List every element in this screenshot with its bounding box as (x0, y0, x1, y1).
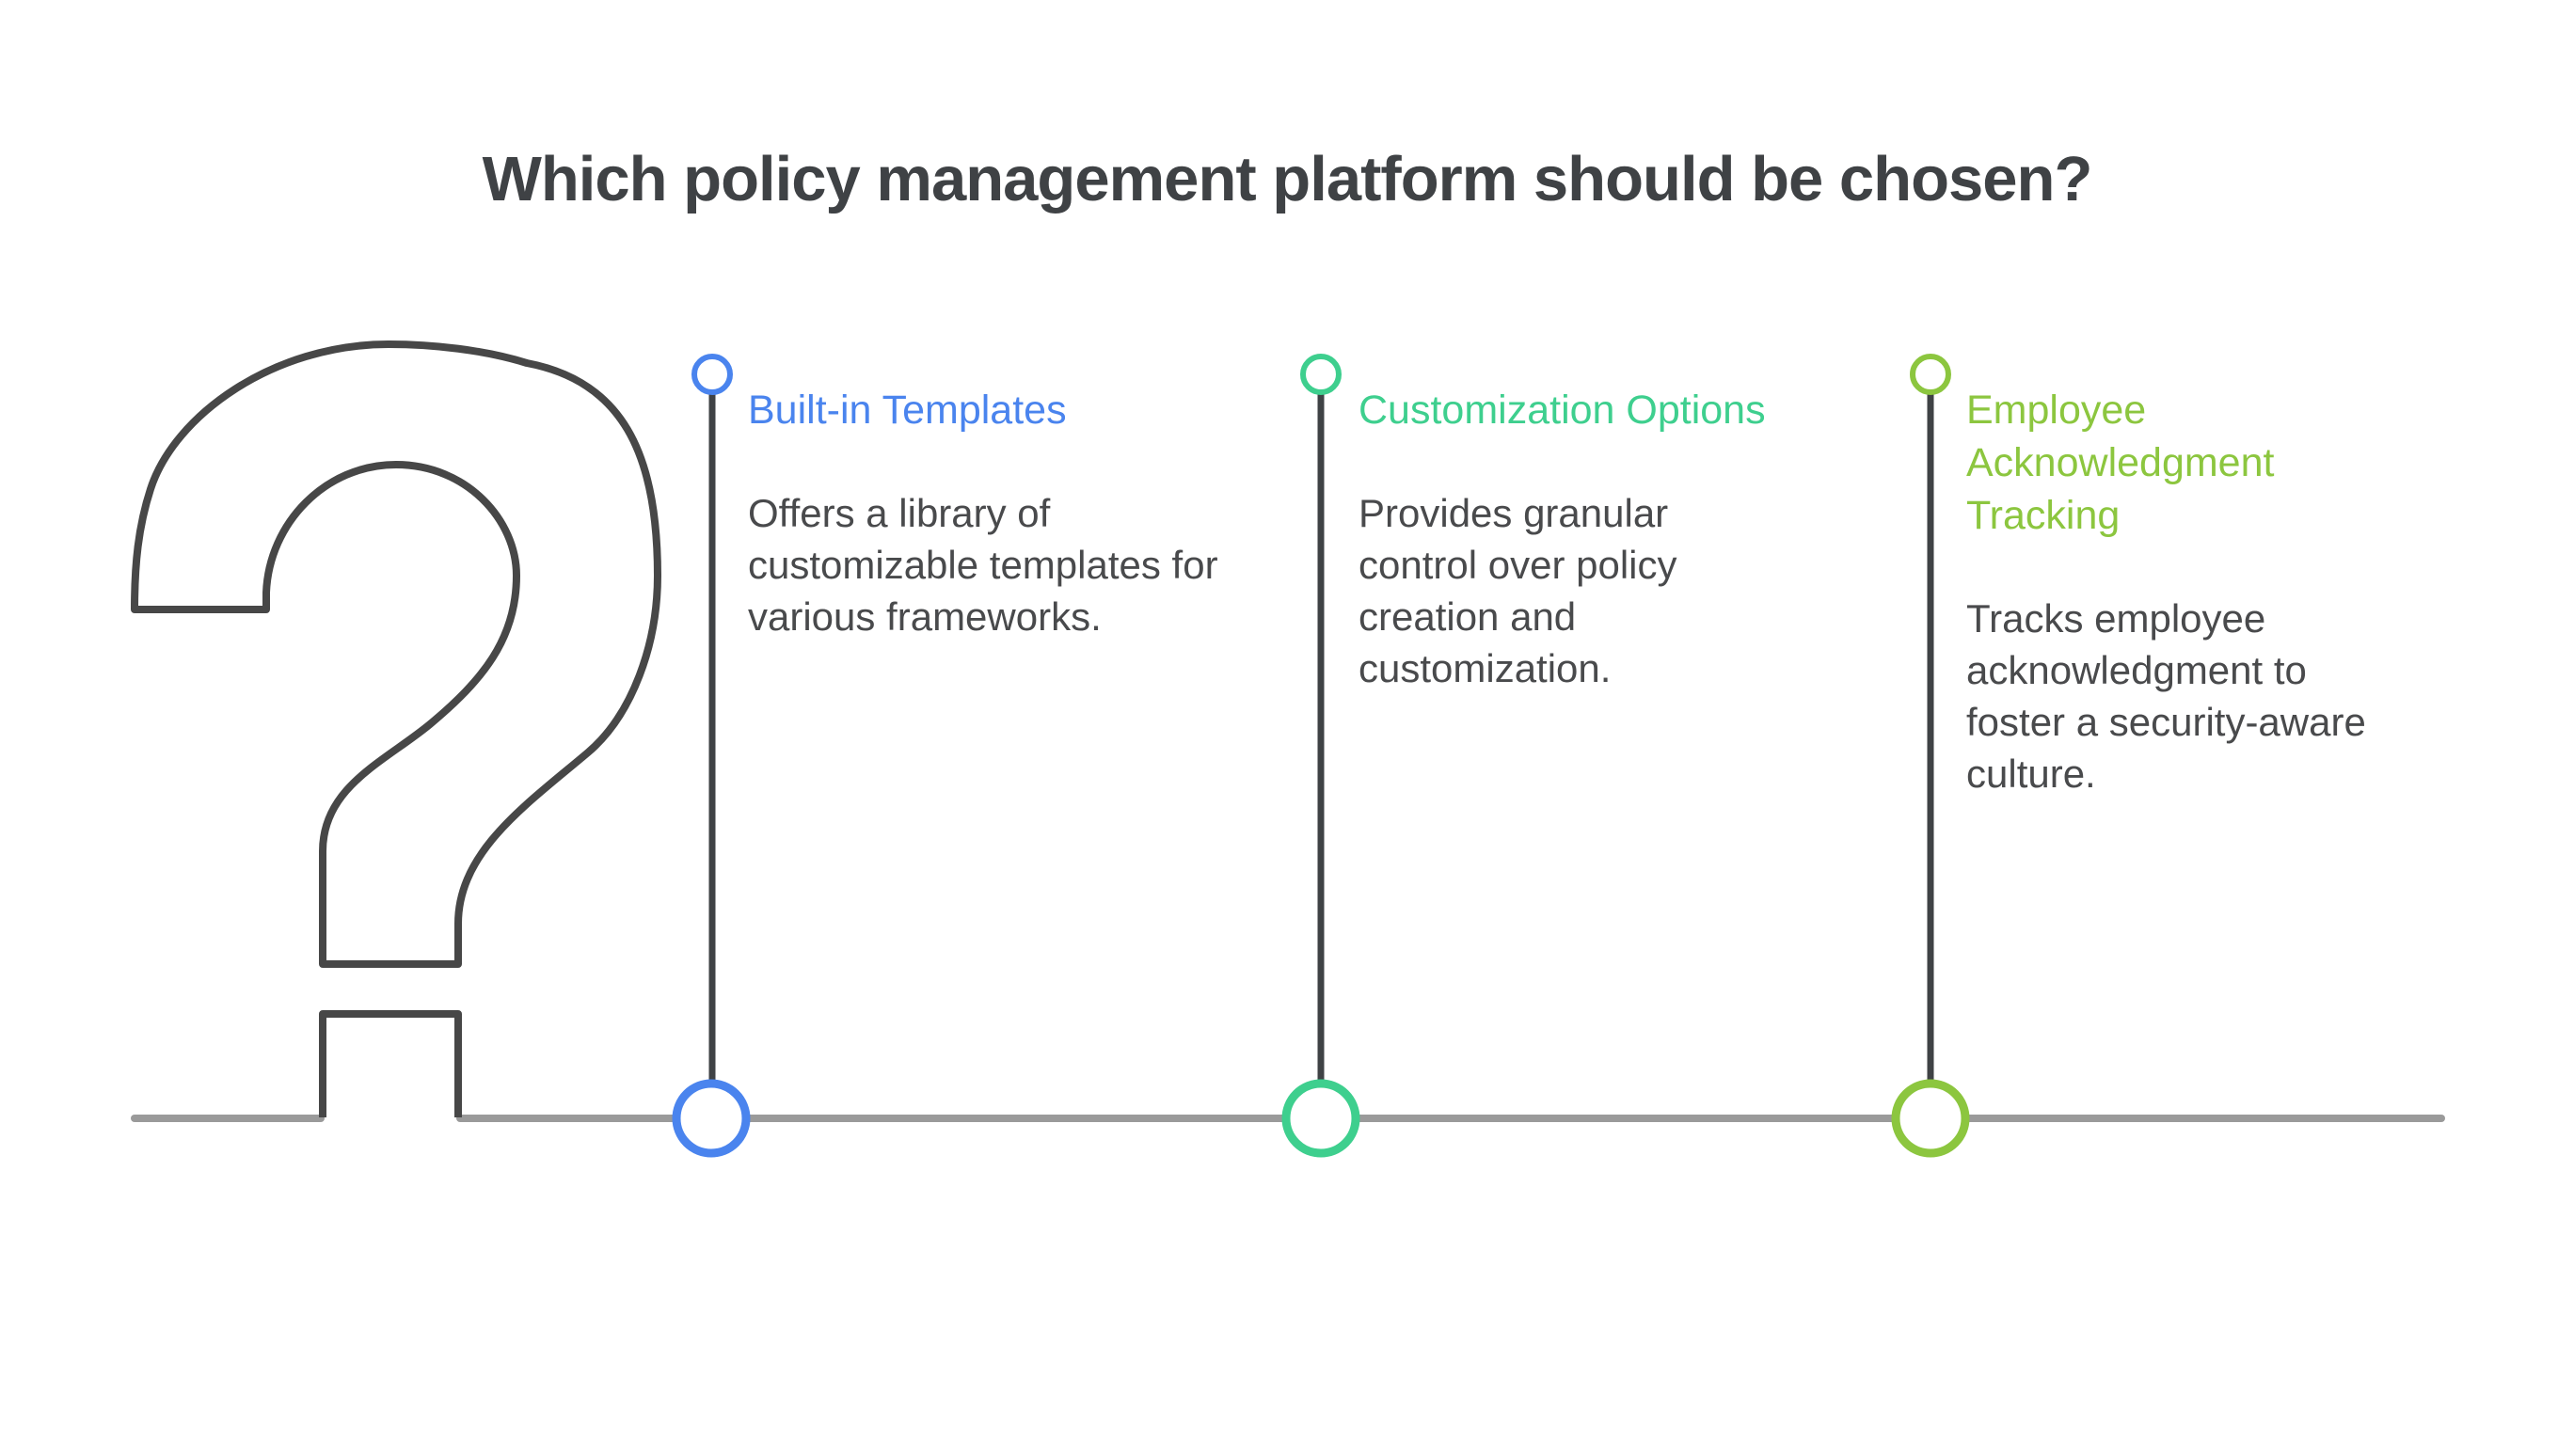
timeline-item-built-in-templates: Built-in Templates Offers a library of c… (748, 384, 1261, 642)
timeline-item-employee-acknowledgment-tracking: Employee Acknowledgment Tracking Tracks … (1966, 384, 2413, 799)
item-description: Offers a library of customizable templat… (748, 491, 1218, 639)
item-heading: Customization Options (1358, 388, 1766, 433)
node-base-circle-3 (1891, 1079, 1970, 1158)
question-mark-icon (131, 340, 661, 968)
item-description: Provides granular control over policy cr… (1358, 491, 1677, 690)
node-top-circle-2 (1300, 354, 1342, 395)
node-base-circle-1 (672, 1079, 751, 1158)
node-top-circle-3 (1910, 354, 1951, 395)
page-title: Which policy management platform should … (482, 144, 2093, 214)
item-heading: Employee Acknowledgment Tracking (1966, 388, 2275, 538)
timeline-item-customization-options: Customization Options Provides granular … (1358, 384, 1768, 694)
item-heading: Built-in Templates (748, 388, 1067, 433)
node-top-circle-1 (691, 354, 733, 395)
question-mark-dot (319, 1010, 462, 1117)
node-base-circle-2 (1281, 1079, 1360, 1158)
item-description: Tracks employee acknowledgment to foster… (1966, 596, 2366, 796)
